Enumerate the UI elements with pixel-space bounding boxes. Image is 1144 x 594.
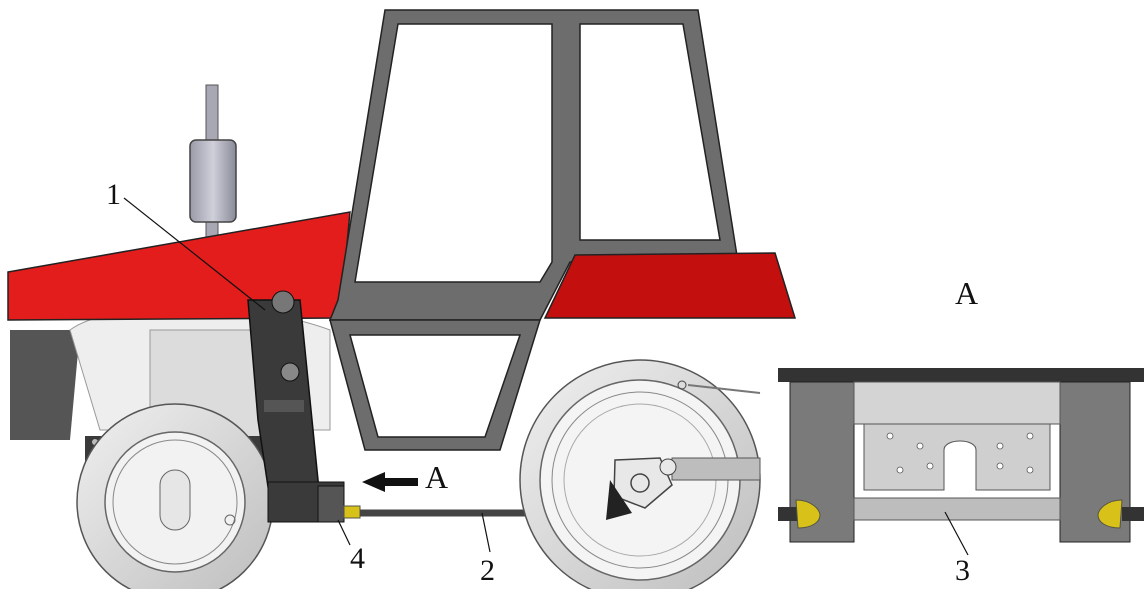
coupling-part-4 — [317, 485, 345, 523]
leader-4 — [337, 519, 351, 546]
callout-3: 3 — [955, 554, 970, 587]
front-wheel — [76, 403, 274, 594]
bracket-pin-mid — [280, 362, 300, 382]
view-arrow-label: A — [425, 459, 448, 495]
rod-end — [606, 480, 632, 520]
detail-crossbar-part-3 — [853, 497, 1061, 521]
detail-upper-panel — [853, 381, 1061, 425]
cab-window-front — [354, 23, 553, 283]
detail-right-yoke — [1097, 499, 1123, 529]
detail-view-title: A — [955, 275, 978, 311]
front-fender-dark — [10, 330, 80, 440]
bracket-slot — [264, 400, 304, 412]
rear-rod-upper — [687, 384, 761, 394]
rear-link-pin — [659, 458, 677, 476]
detail-holes — [886, 432, 1034, 474]
detail-plate-bracket — [863, 423, 1051, 491]
rear-link — [671, 457, 761, 481]
detail-left-yoke — [795, 499, 821, 529]
leader-1 — [123, 197, 266, 311]
air-cleaner — [189, 139, 237, 223]
callout-2: 2 — [480, 554, 495, 587]
detail-top-beam — [778, 368, 1144, 382]
callout-4: 4 — [350, 542, 365, 575]
view-arrow — [362, 472, 418, 492]
detail-view-a — [778, 368, 1144, 543]
leader-3 — [944, 511, 969, 556]
leader-2 — [481, 512, 491, 553]
bracket-pin-top — [271, 290, 295, 314]
rear-fender — [543, 252, 797, 319]
coupling-yellow — [343, 505, 361, 519]
cab-door-window — [349, 334, 522, 438]
callout-1: 1 — [106, 178, 121, 211]
cab-window-rear — [579, 23, 721, 241]
rear-wheel — [519, 359, 761, 594]
